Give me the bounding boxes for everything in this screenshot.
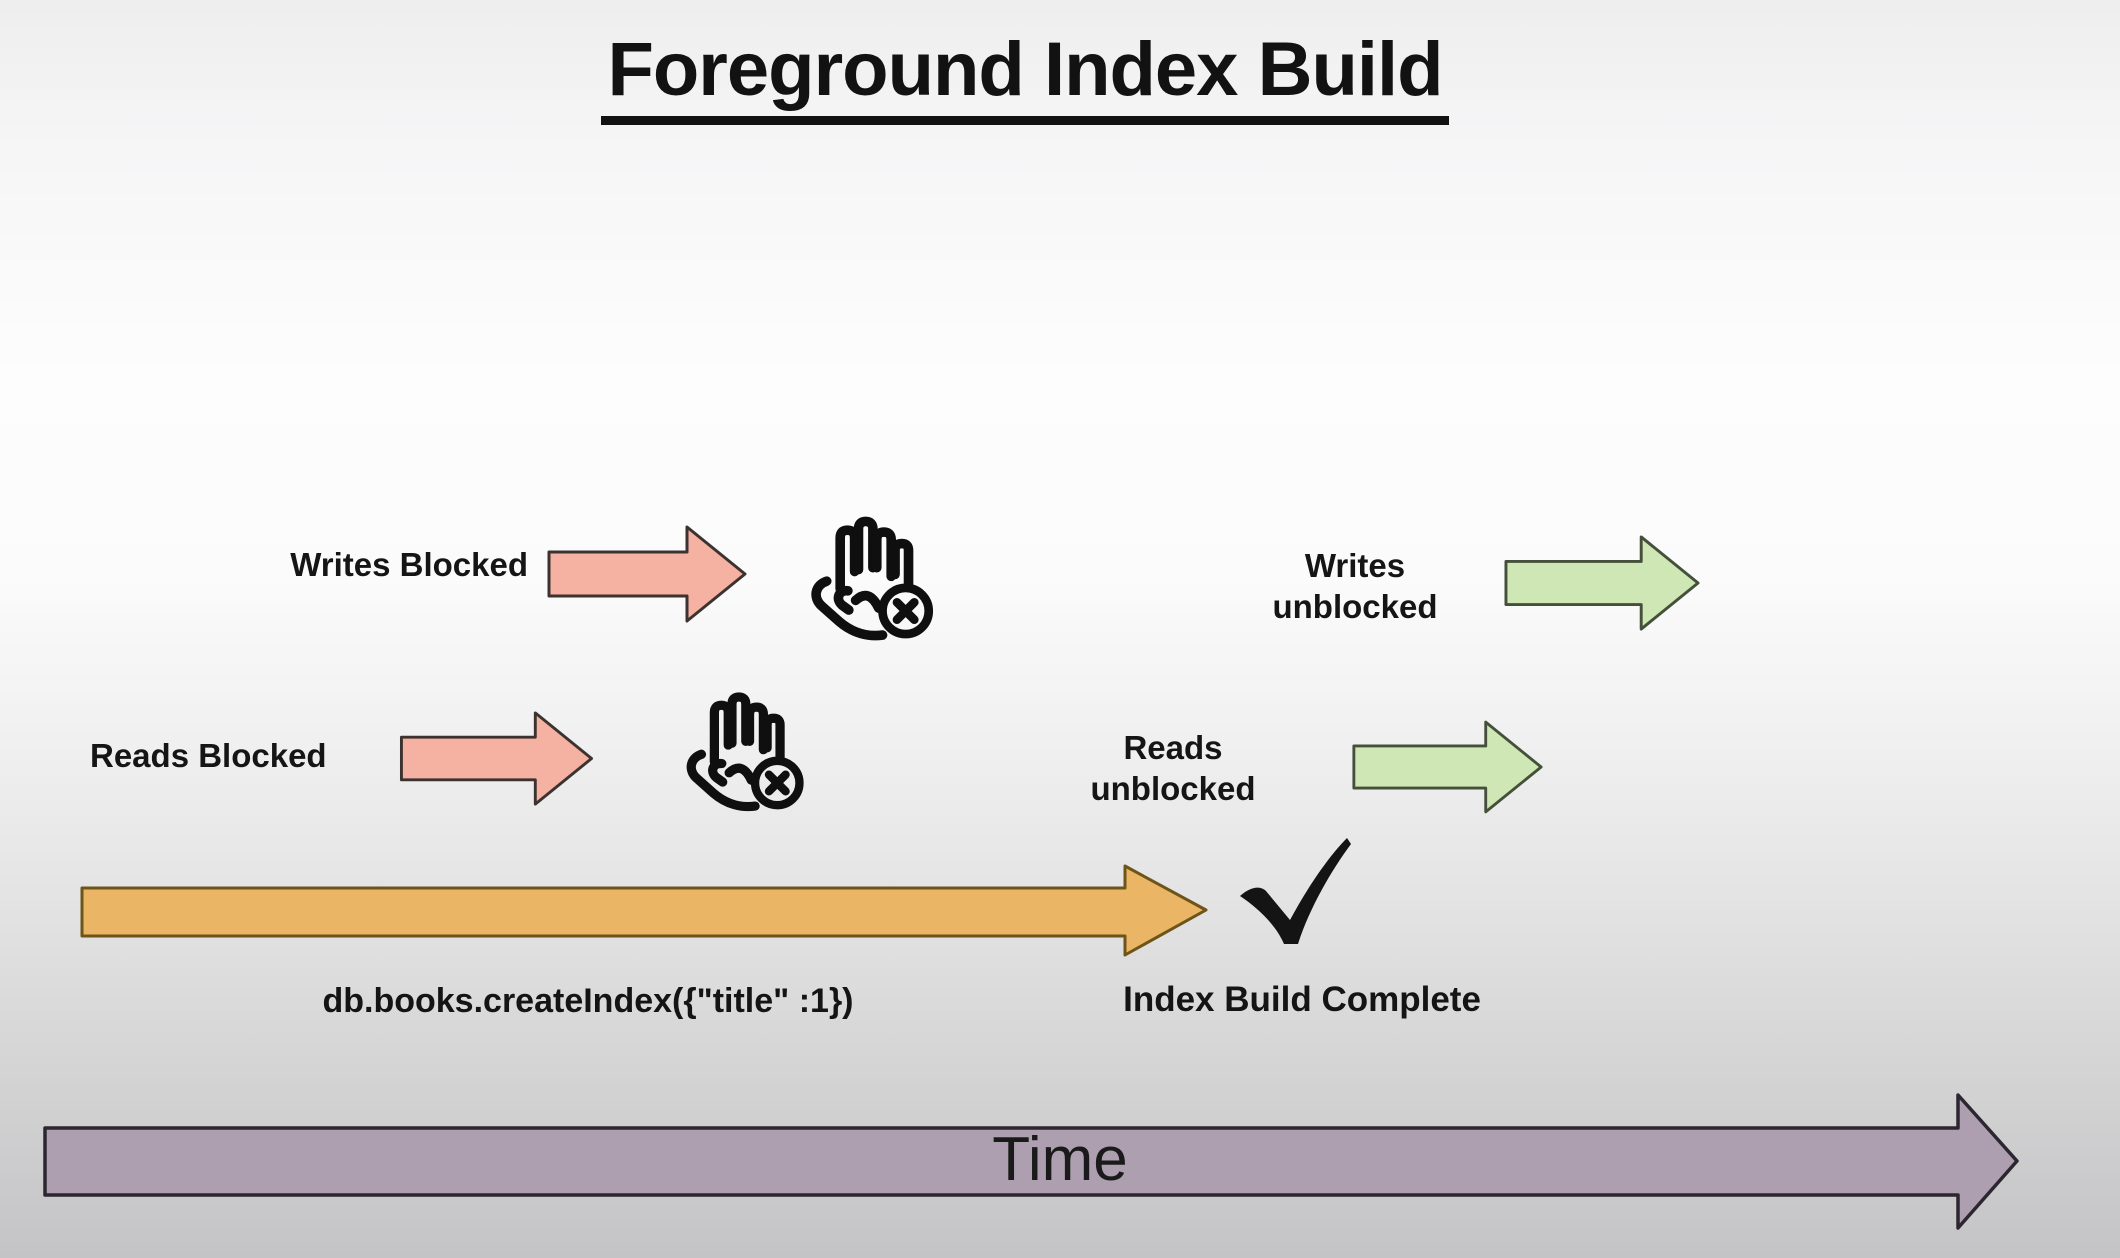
writes-unblocked-arrow-shape [1504, 535, 1700, 631]
blocked-x-mark [892, 597, 919, 624]
time-axis-arrow-shape [43, 1093, 2019, 1230]
blocked-x-circle [750, 756, 804, 810]
index-build-arrow-shape [80, 864, 1208, 957]
reads-blocked-label: Reads Blocked [90, 737, 327, 774]
writes-unblocked-line2: unblocked [1272, 588, 1438, 625]
reads-unblocked-line2: unblocked [1090, 770, 1256, 807]
reads-unblocked-line1: Reads [1123, 729, 1223, 766]
page-title: Foreground Index Build [0, 26, 2050, 125]
index-build-complete-label: Index Build Complete [1123, 980, 1481, 1019]
reads-unblocked-label: Reads unblocked [1078, 727, 1268, 809]
writes-blocked-label: Writes Blocked [290, 546, 528, 583]
page-title-text: Foreground Index Build [601, 27, 1449, 125]
checkmark-shape [1240, 838, 1351, 944]
writes-blocked-hand-stop-icon [811, 516, 934, 641]
writes-unblocked-label: Writes unblocked [1235, 545, 1475, 627]
reads-blocked-arrow-shape [399, 711, 594, 806]
reads-blocked-arrow [399, 711, 594, 806]
hand-stop-strokes [686, 692, 785, 812]
writes-blocked-arrow-shape [547, 525, 747, 623]
reads-unblocked-arrow-shape [1352, 720, 1543, 814]
time-label: Time [992, 1125, 1128, 1194]
blocked-x-mark [764, 770, 790, 796]
index-build-arrow [80, 864, 1208, 957]
create-index-command-label: db.books.createIndex({"title" :1}) [322, 982, 854, 1020]
reads-blocked-hand-stop-icon [686, 692, 804, 812]
time-axis-arrow [43, 1093, 2019, 1230]
hand-stop-strokes [811, 516, 914, 641]
writes-unblocked-arrow [1504, 535, 1700, 631]
writes-unblocked-line1: Writes [1304, 547, 1406, 584]
reads-unblocked-arrow [1352, 720, 1543, 814]
blocked-x-circle [878, 583, 934, 639]
index-build-complete-check-icon [1240, 838, 1351, 944]
writes-blocked-arrow [547, 525, 747, 623]
